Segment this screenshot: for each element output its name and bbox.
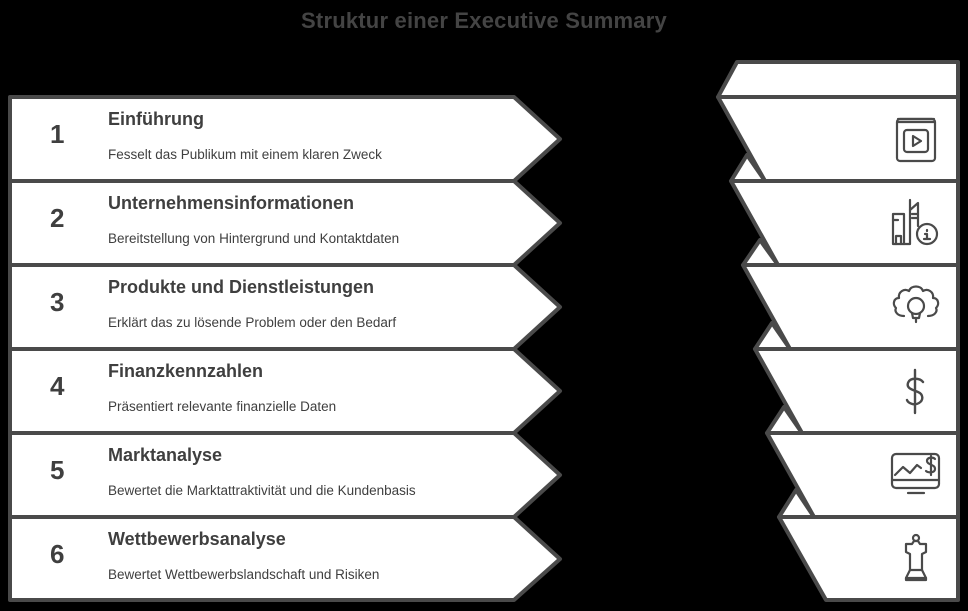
step-row-2: 2 Unternehmensinformationen Bereitstellu…: [10, 181, 550, 261]
step-description: Bewertet die Marktattraktivität und die …: [108, 483, 416, 498]
step-number: 4: [50, 371, 65, 401]
step-row-1: 1 Einführung Fesselt das Publikum mit ei…: [10, 97, 550, 177]
step-heading: Einführung: [108, 109, 204, 129]
chess-rook-icon: [890, 532, 942, 584]
left-arrow-5: [8, 431, 562, 519]
step-number: 1: [50, 119, 65, 149]
step-heading: Unternehmensinformationen: [108, 193, 355, 213]
step-heading: Finanzkennzahlen: [108, 361, 264, 381]
step-description: Erklärt das zu lösende Problem oder den …: [108, 315, 397, 330]
step-heading: Marktanalyse: [108, 445, 223, 465]
step-number: 5: [50, 455, 65, 485]
step-row-5: 5 Marktanalyse Bewertet die Marktattrakt…: [10, 433, 550, 513]
step-row-4: 4 Finanzkennzahlen Präsentiert relevante…: [10, 349, 550, 429]
step-number: 2: [50, 203, 65, 233]
diagram-title: Struktur einer Executive Summary: [301, 8, 667, 33]
step-description: Bewertet Wettbewerbslandschaft und Risik…: [108, 567, 380, 582]
step-heading: Wettbewerbsanalyse: [108, 529, 286, 549]
step-heading: Produkte und Dienstleistungen: [108, 277, 375, 297]
left-arrow-4: [8, 347, 562, 435]
step-description: Bereitstellung von Hintergrund und Konta…: [108, 231, 400, 246]
left-arrow-6: [8, 515, 562, 602]
book-play-icon: [890, 113, 942, 165]
left-arrow-2: [8, 179, 562, 267]
building-info-icon: [890, 196, 942, 248]
step-number: 3: [50, 287, 65, 317]
left-arrow-1: [8, 95, 562, 183]
left-arrow-3: [8, 263, 562, 351]
step-row-6: 6 Wettbewerbsanalyse Bewertet Wettbewerb…: [10, 517, 550, 597]
step-description: Präsentiert relevante finanzielle Daten: [108, 399, 337, 414]
step-number: 6: [50, 539, 65, 569]
step-row-3: 3 Produkte und Dienstleistungen Erklärt …: [10, 265, 550, 345]
monitor-chart-dollar-icon: [890, 448, 942, 500]
dollar-icon: [890, 365, 942, 417]
right-panel-lid: [716, 60, 960, 99]
step-description: Fesselt das Publikum mit einem klaren Zw…: [108, 147, 382, 162]
gear-lightbulb-icon: [890, 280, 942, 332]
